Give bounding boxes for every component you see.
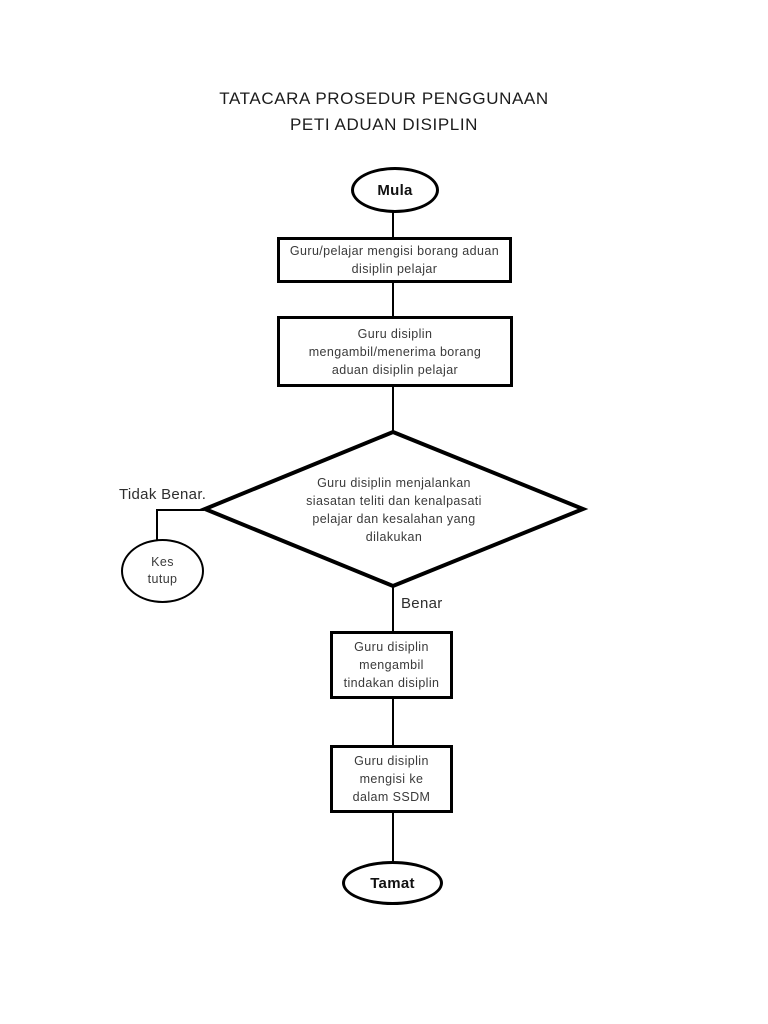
closed-case-node: Kes tutup bbox=[121, 539, 204, 603]
process-step-3: Guru disiplin mengambil tindakan disipli… bbox=[330, 631, 453, 699]
page-title-line-1: TATACARA PROSEDUR PENGGUNAAN bbox=[219, 89, 549, 108]
decision-label: Guru disiplin menjalankan siasatan telit… bbox=[306, 476, 482, 544]
start-node: Mula bbox=[351, 167, 439, 213]
page-title-line-2: PETI ADUAN DISIPLIN bbox=[289, 115, 479, 134]
process-step-2: Guru disiplin mengambil/menerima borang … bbox=[277, 316, 513, 387]
connector-decision-to-closed-case bbox=[156, 509, 204, 540]
end-node-label: Tamat bbox=[370, 874, 415, 892]
start-node-label: Mula bbox=[377, 181, 413, 199]
no-branch-label: Tidak Benar. bbox=[119, 486, 207, 503]
yes-branch-label: Benar bbox=[401, 595, 443, 612]
end-node: Tamat bbox=[342, 861, 443, 905]
page-title: TATACARA PROSEDUR PENGGUNAAN PETI ADUAN … bbox=[0, 86, 768, 138]
process-step-4: Guru disiplin mengisi ke dalam SSDM bbox=[330, 745, 453, 813]
process-step-1: Guru/pelajar mengisi borang aduan disipl… bbox=[277, 237, 512, 283]
